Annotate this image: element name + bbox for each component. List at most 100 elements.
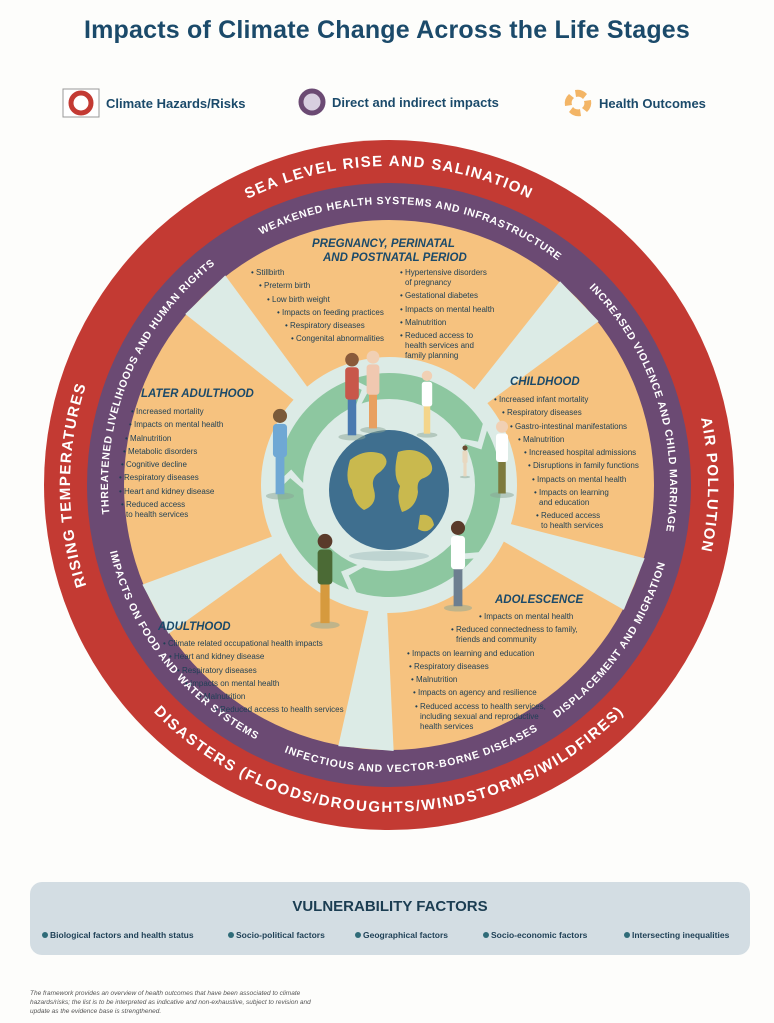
vulnerability-title: VULNERABILITY FACTORS — [292, 898, 488, 915]
orange-flower-icon — [564, 89, 592, 117]
outcome-item: Malnutrition — [400, 318, 494, 328]
bullet-icon — [355, 932, 361, 938]
outcome-item: Impacts on mental health — [129, 420, 223, 430]
toddler-figure — [459, 445, 471, 479]
pregnancy-outcomes-left: StillbirthPreterm birthLow birth weightI… — [251, 268, 384, 348]
adult-figure — [310, 533, 340, 629]
outcome-item: Reduced access to health services,includ… — [415, 702, 578, 732]
outcome-item: Reduced access to health services — [215, 705, 344, 715]
outcome-item: Impacts on mental health — [400, 305, 494, 315]
outcome-item: Cognitive decline — [121, 460, 223, 470]
outcome-item: Malnutrition — [518, 435, 639, 445]
legend-label: Health Outcomes — [599, 95, 706, 111]
footnote: The framework provides an overview of he… — [30, 990, 311, 1015]
legend-item-outcomes: Health Outcomes — [563, 88, 706, 118]
outcome-item: Congenital abnormalities — [291, 334, 384, 344]
adolescent-figure — [443, 520, 473, 612]
outcome-item: Respiratory diseases — [285, 321, 384, 331]
outcome-item: Respiratory diseases — [409, 662, 578, 672]
outcome-item: Respiratory diseases — [502, 408, 639, 418]
outcome-item: Stillbirth — [251, 268, 384, 278]
legend-label: Climate Hazards/Risks — [106, 95, 246, 111]
outcome-item: Climate related occupational health impa… — [163, 639, 344, 649]
outcome-item: Impacts on learning and education — [407, 649, 578, 659]
vulnerability-label: Socio-political factors — [236, 930, 325, 940]
mother-baby-figure — [416, 370, 438, 438]
outcome-item: Respiratory diseases — [119, 473, 223, 483]
sector-divider — [338, 603, 394, 751]
later-adulthood-outcomes: Increased mortalityImpacts on mental hea… — [119, 407, 223, 523]
childhood-outcomes: Increased infant mortalityRespiratory di… — [494, 395, 639, 535]
adolescence-outcomes: Impacts on mental healthReduced connecte… — [407, 612, 578, 735]
red-ring-icon — [62, 88, 100, 118]
vulnerability-label: Biological factors and health status — [50, 930, 194, 940]
stage-title-adulthood: ADULTHOOD — [158, 621, 231, 633]
child-figure — [490, 420, 514, 498]
outcome-item: Impacts on agency and resilience — [413, 688, 578, 698]
stage-title-pregnancy: PREGNANCY, PERINATAL — [312, 238, 455, 250]
outcome-item: Impacts on mental health — [479, 612, 578, 622]
outcome-item: Malnutrition — [125, 434, 223, 444]
adulthood-outcomes: Climate related occupational health impa… — [163, 639, 344, 719]
outcome-item: Impacts on mental health — [532, 475, 639, 485]
page-title: Impacts of Climate Change Across the Lif… — [83, 16, 691, 44]
cycle-arrow-icon — [453, 534, 482, 560]
outcome-item: Increased hospital admissions — [524, 448, 639, 458]
outcome-item: Gestational diabetes — [400, 291, 494, 301]
sector-divider — [185, 275, 312, 405]
vulnerability-factors-panel: VULNERABILITY FACTORS Biological factors… — [30, 882, 750, 955]
outcome-item: Malnutrition — [411, 675, 578, 685]
stage-title-childhood: CHILDHOOD — [510, 376, 580, 388]
parent-figure — [338, 352, 366, 441]
legend-label: Direct and indirect impacts — [332, 94, 499, 110]
outcome-item: Heart and kidney disease — [169, 652, 344, 662]
bullet-icon — [42, 932, 48, 938]
vulnerability-label: Socio-economic factors — [491, 930, 588, 940]
stage-title-later-adulthood: LATER ADULTHOOD — [141, 388, 254, 400]
outcome-item: Impacts on feeding practices — [277, 308, 384, 318]
sector-divider — [496, 522, 645, 610]
legend-item-impacts: Direct and indirect impacts — [298, 88, 499, 116]
outcome-item: Respiratory diseases — [177, 666, 344, 676]
globe-icon — [329, 430, 449, 561]
outcome-item: Metabolic disorders — [123, 447, 223, 457]
purple-ring-icon — [298, 88, 326, 116]
hazard-air-pollution: AIR POLLUTION — [697, 416, 721, 555]
vulnerability-label: Intersecting inequalities — [632, 930, 730, 940]
vulnerability-item: Biological factors and health status — [42, 930, 194, 940]
outcome-item: Impacts on mental health — [185, 679, 344, 689]
stage-title-pregnancy-line2: AND POSTNATAL PERIOD — [323, 252, 467, 264]
outcome-item: Malnutrition — [199, 692, 344, 702]
sector-divider — [469, 281, 599, 408]
vulnerability-item: Socio-economic factors — [483, 930, 587, 940]
bullet-icon — [483, 932, 489, 938]
stage-title-adolescence: ADOLESCENCE — [495, 594, 584, 606]
outcome-item: Increased mortality — [131, 407, 223, 417]
outcome-item: Reduced connectedness to family,friends … — [451, 625, 578, 645]
older-adult-figure — [265, 408, 295, 500]
outcome-item: Heart and kidney disease — [119, 487, 223, 497]
legend-item-hazards: Climate Hazards/Risks — [62, 88, 245, 118]
vulnerability-item: Intersecting inequalities — [624, 930, 729, 940]
pregnant-figure — [360, 350, 386, 434]
cycle-arrow-icon — [341, 563, 366, 595]
outcome-item: Increased infant mortality — [494, 395, 639, 405]
vulnerability-label: Geographical factors — [363, 930, 449, 940]
outcome-item: Preterm birth — [259, 281, 384, 291]
outcome-item: Low birth weight — [267, 295, 384, 305]
vulnerability-item: Socio-political factors — [228, 930, 325, 940]
cycle-arrow-icon — [342, 377, 371, 409]
sector-divider — [142, 533, 288, 634]
cycle-arrow-icon — [458, 421, 488, 450]
vulnerability-item: Geographical factors — [355, 930, 448, 940]
outcome-item: Gastro-intestinal manifestations — [510, 422, 639, 432]
bullet-icon — [228, 932, 234, 938]
bullet-icon — [624, 932, 630, 938]
